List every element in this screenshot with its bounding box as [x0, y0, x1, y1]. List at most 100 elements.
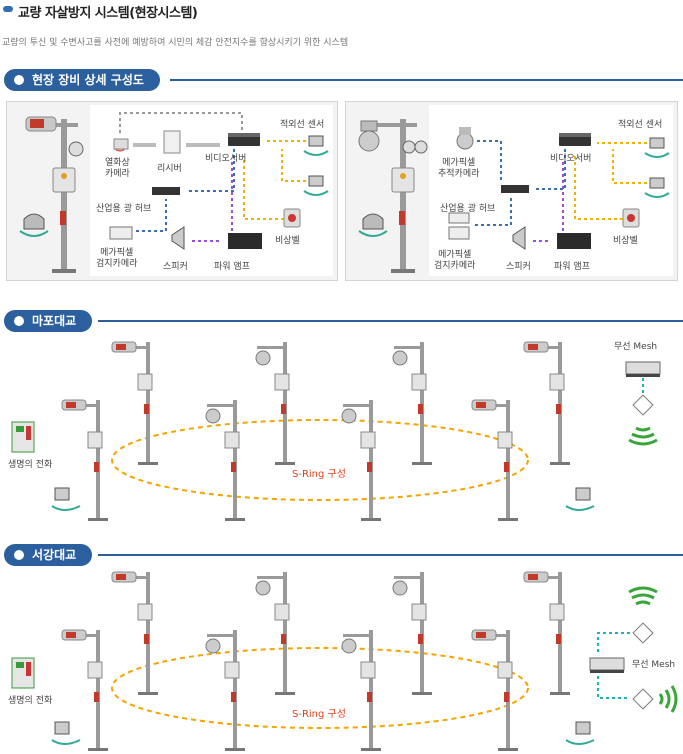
hub-icon	[152, 187, 180, 195]
ptz-camera-pole-icon	[392, 572, 432, 695]
panel-inner	[90, 105, 333, 276]
thermal-system-diagram	[19, 112, 329, 273]
label-megapixel-camera: 메가픽셀 검지카메라	[434, 250, 476, 271]
section-header-mapo: 마포대교	[4, 310, 93, 332]
pole-with-thermal-camera-icon	[25, 116, 84, 273]
mapo-bridge-diagram	[11, 341, 661, 521]
ir-sensor-icon	[644, 177, 670, 198]
thermal-camera-pole-icon	[523, 341, 570, 465]
bullet-icon	[14, 550, 24, 560]
label-emergency-bell: 비상벨	[275, 236, 300, 246]
ptz-camera-pole-icon	[255, 342, 295, 465]
ir-sensor-icon	[358, 213, 388, 237]
thermal-camera-pole-icon	[111, 341, 158, 465]
emergency-phone-icon	[11, 657, 35, 689]
wifi-signal-icon	[658, 685, 678, 713]
seogang-bridge-diagram	[11, 571, 678, 751]
megapixel-camera-icon	[448, 212, 470, 240]
label-life-phone: 생명의 전화	[8, 696, 53, 706]
emergency-bell-icon	[283, 208, 301, 228]
ir-sensor-icon	[51, 721, 81, 745]
ir-sensor-icon	[565, 487, 595, 511]
section-title: 서강대교	[32, 548, 77, 562]
section-divider	[98, 554, 683, 556]
megapixel-camera-icon	[109, 226, 133, 240]
title-bullet-icon	[3, 6, 13, 12]
ptz-camera-pole-icon	[205, 630, 245, 751]
receiver-icon	[163, 130, 181, 154]
bridge-poles	[61, 571, 570, 751]
label-power-amp: 파워 앰프	[214, 262, 250, 272]
label-speaker: 스피커	[163, 262, 188, 272]
ir-sensor-icon	[51, 487, 81, 511]
bullet-icon	[14, 75, 24, 85]
s-ring	[111, 419, 529, 501]
label-emergency-bell: 비상벨	[613, 236, 638, 246]
section-header-equipment: 현장 장비 상세 구성도	[4, 69, 160, 91]
section-divider	[170, 79, 683, 81]
video-server-icon	[559, 133, 591, 146]
label-life-phone: 생명의 전화	[8, 460, 53, 470]
bullet-icon	[14, 316, 24, 326]
label-hub: 산업용 광 허브	[440, 204, 496, 214]
label-s-ring: S-Ring 구성	[292, 709, 346, 720]
thermal-camera-pole-icon	[61, 399, 108, 521]
power-amp-icon	[557, 233, 591, 249]
video-server-icon	[228, 133, 260, 146]
mesh-router-icon	[589, 657, 625, 673]
ir-sensor-icon	[303, 135, 329, 156]
label-ir-sensor: 적외선 센서	[280, 120, 325, 130]
label-speaker: 스피커	[506, 262, 531, 272]
ptz-camera-pole-icon	[205, 400, 245, 521]
label-thermal-camera: 열화상 카메라	[105, 158, 130, 179]
hub-icon	[501, 185, 529, 193]
section-title: 마포대교	[32, 314, 77, 328]
label-tracking-camera: 메가픽셀 추적카메라	[438, 158, 480, 179]
tracking-system-diagram	[358, 119, 670, 273]
label-megapixel-camera: 메가픽셀 검지카메라	[96, 248, 138, 269]
thermal-camera-pole-icon	[523, 571, 570, 695]
thermal-camera-pole-icon	[61, 629, 108, 751]
label-mesh: 무선 Mesh	[614, 342, 658, 352]
ir-sensor-icon	[644, 137, 670, 158]
ptz-camera-pole-icon	[341, 630, 381, 751]
tracking-camera-icon	[456, 127, 474, 150]
emergency-bell-icon	[622, 208, 640, 228]
label-ir-sensor: 적외선 센서	[618, 120, 663, 130]
page-title: 교량 자살방지 시스템(현장시스템)	[18, 6, 198, 21]
mesh-node-icon	[632, 688, 654, 710]
thermal-camera-pole-icon	[471, 399, 518, 521]
speaker-icon	[171, 226, 185, 250]
label-s-ring: S-Ring 구성	[292, 469, 346, 480]
thermal-camera-icon	[113, 138, 129, 152]
emergency-phone-icon	[11, 421, 35, 453]
wifi-signal-icon	[628, 586, 658, 606]
page-subtitle: 교량의 투신 및 수변사고를 사전에 예방하여 시민의 체감 안전지수를 향상시…	[2, 38, 349, 48]
label-power-amp: 파워 앰프	[554, 262, 590, 272]
mesh-node-icon	[632, 622, 654, 644]
ptz-camera-pole-icon	[341, 400, 381, 521]
mesh-node-icon	[632, 394, 654, 416]
bridge-poles	[61, 341, 570, 521]
section-header-seogang: 서강대교	[4, 544, 93, 566]
ptz-camera-pole-icon	[392, 342, 432, 465]
section-title: 현장 장비 상세 구성도	[32, 73, 144, 87]
label-mesh: 무선 Mesh	[632, 660, 676, 670]
speaker-icon	[512, 226, 526, 250]
s-ring	[111, 647, 529, 729]
ir-sensor-icon	[303, 175, 329, 196]
label-receiver: 리시버	[157, 164, 182, 174]
ir-sensor-icon	[565, 721, 595, 745]
pole-with-ptz-camera-icon	[358, 119, 428, 273]
ir-sensor-icon	[19, 213, 49, 237]
ptz-camera-pole-icon	[255, 572, 295, 695]
thermal-camera-pole-icon	[111, 571, 158, 695]
mesh-router-icon	[625, 361, 661, 377]
section-divider	[98, 320, 683, 322]
power-amp-icon	[228, 233, 262, 249]
label-video-server: 비디오서버	[550, 154, 592, 164]
label-video-server: 비디오서버	[205, 154, 247, 164]
wifi-signal-icon	[628, 426, 658, 446]
thermal-camera-pole-icon	[471, 629, 518, 751]
label-hub: 산업용 광 허브	[96, 204, 152, 214]
